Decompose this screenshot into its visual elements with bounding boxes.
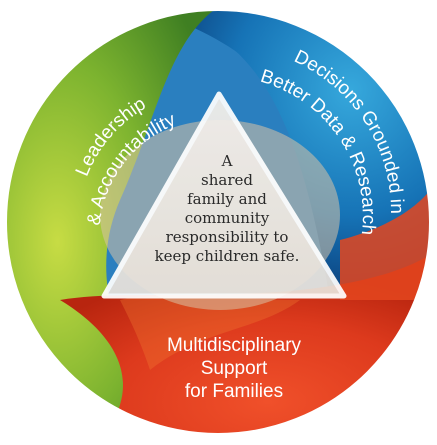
center-line-1: A xyxy=(221,152,233,170)
center-line-6: keep children safe. xyxy=(155,247,300,265)
red-label-line-1: Multidisciplinary xyxy=(167,335,302,356)
center-line-2: shared xyxy=(201,171,253,189)
center-line-4: community xyxy=(185,209,270,227)
red-label-line-2: Support xyxy=(201,358,268,379)
center-triangle xyxy=(101,91,347,299)
green-segment xyxy=(6,10,230,434)
center-line-5: responsibility to xyxy=(166,228,289,246)
red-label: Multidisciplinary Support for Families xyxy=(167,335,302,402)
center-line-3: family and xyxy=(187,190,267,208)
center-statement: A shared family and community responsibi… xyxy=(155,152,300,265)
red-label-line-3: for Families xyxy=(185,381,283,402)
